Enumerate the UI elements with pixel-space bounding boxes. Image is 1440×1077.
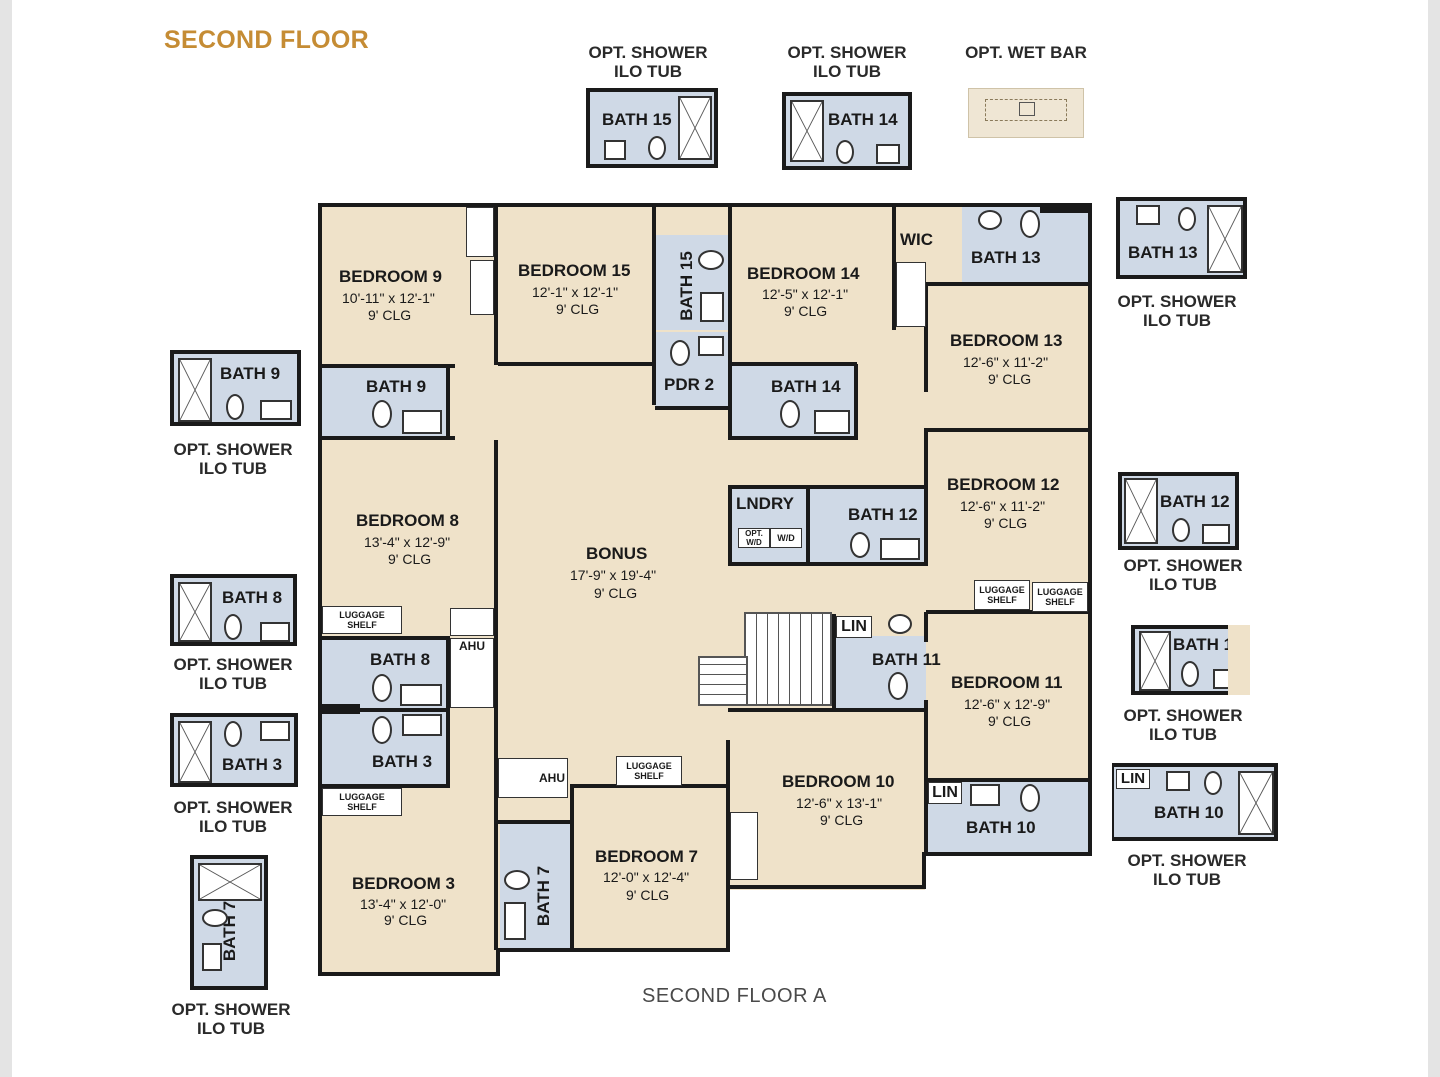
opt-box-bath7: BATH 7 xyxy=(190,855,268,990)
bath10-label: BATH 10 xyxy=(966,818,1036,837)
room-bonus-name: BONUS xyxy=(586,544,648,563)
right-edge xyxy=(1428,0,1440,1077)
room-bedroom7-name: BEDROOM 7 xyxy=(595,847,698,866)
ahu-box-upper xyxy=(450,608,494,636)
opt-box-bath11-extension xyxy=(1228,625,1250,695)
room-bedroom3-dim: 13'-4" x 12'-0" xyxy=(360,896,447,912)
room-bedroom12-name: BEDROOM 12 xyxy=(947,475,1060,494)
bath14-label: BATH 14 xyxy=(771,377,841,396)
room-bonus-dim: 17'-9" x 19'-4" xyxy=(570,567,657,583)
wic-label: WIC xyxy=(900,230,934,249)
room-bedroom10-clg: 9' CLG xyxy=(820,812,864,828)
wd-label: W/D xyxy=(770,528,802,548)
bath3-label: BATH 3 xyxy=(372,752,433,771)
room-bedroom14-name: BEDROOM 14 xyxy=(747,264,860,283)
stairs xyxy=(744,612,832,706)
bath12-label: BATH 12 xyxy=(848,505,918,524)
room-bedroom8-name: BEDROOM 8 xyxy=(356,511,459,530)
room-bedroom9-clg: 9' CLG xyxy=(368,307,412,323)
ahu-label-left: AHU xyxy=(450,638,494,708)
linen-closet-b11: LIN xyxy=(836,616,872,638)
laundry-area xyxy=(730,488,808,562)
bath11-label: BATH 11 xyxy=(872,650,941,669)
opt-box-bath10: BATH 10 LIN xyxy=(1110,763,1278,841)
room-bedroom15-dim: 12'-1" x 12'-1" xyxy=(532,284,619,300)
room-bedroom15-clg: 9' CLG xyxy=(556,301,600,317)
linen-closet-b10: LIN xyxy=(928,782,962,804)
room-bedroom10-name: BEDROOM 10 xyxy=(782,772,895,791)
opt-box-bath3: BATH 3 xyxy=(170,713,298,787)
room-bedroom9-dim: 10'-11" x 12'-1" xyxy=(342,290,435,306)
room-bedroom10-dim: 12'-6" x 13'-1" xyxy=(796,795,883,811)
opt-box-bath8: BATH 8 xyxy=(170,574,297,646)
bath11-area xyxy=(834,636,926,708)
room-bedroom13-name: BEDROOM 13 xyxy=(950,331,1063,350)
opt-label-wet-bar: OPT. WET BAR xyxy=(965,43,1087,62)
ahu-label-center: AHU xyxy=(498,758,568,798)
room-bedroom13-clg: 9' CLG xyxy=(988,371,1032,387)
room-bedroom12-clg: 9' CLG xyxy=(984,515,1028,531)
room-bedroom11-name: BEDROOM 11 xyxy=(951,673,1063,692)
room-bedroom9-name: BEDROOM 9 xyxy=(339,267,442,286)
laundry-label: LNDRY xyxy=(736,494,794,513)
plan-caption: SECOND FLOOR A xyxy=(642,985,827,1007)
luggage-shelf-b10 xyxy=(730,812,758,880)
page-title: SECOND FLOOR xyxy=(164,26,369,54)
bath7-label: BATH 7 xyxy=(534,865,554,927)
room-bedroom3-name: BEDROOM 3 xyxy=(352,874,455,893)
room-bedroom15-name: BEDROOM 15 xyxy=(518,261,631,280)
stairs-landing xyxy=(698,656,748,706)
bath15-label: BATH 15 xyxy=(676,251,696,321)
room-bedroom14-dim: 12'-5" x 12'-1" xyxy=(762,286,849,302)
linen-closet-label: LIN xyxy=(1116,769,1150,789)
left-edge xyxy=(0,0,12,1077)
room-bedroom8-clg: 9' CLG xyxy=(388,551,432,567)
room-bedroom11-clg: 9' CLG xyxy=(988,713,1032,729)
room-bedroom8-dim: 13'-4" x 12'-9" xyxy=(364,534,451,550)
opt-box-bath14: BATH 14 xyxy=(782,92,912,170)
luggage-shelf-b9-lower xyxy=(470,260,494,315)
opt-wet-bar-drawing xyxy=(968,88,1084,138)
room-bedroom11-dim: 12'-6" x 12'-9" xyxy=(964,696,1051,712)
room-bedroom7-dim: 12'-0" x 12'-4" xyxy=(603,869,690,885)
bath13-label: BATH 13 xyxy=(971,248,1041,267)
room-bedroom13-dim: 12'-6" x 11'-2" xyxy=(963,354,1049,370)
opt-box-bath9: BATH 9 xyxy=(170,350,301,426)
pdr2-label: PDR 2 xyxy=(664,375,715,394)
luggage-shelf-b14 xyxy=(896,262,926,327)
room-bedroom14-clg: 9' CLG xyxy=(784,303,828,319)
opt-wd-label: OPT. W/D xyxy=(738,528,770,548)
opt-box-bath13: BATH 13 xyxy=(1116,197,1247,279)
room-bedroom7-clg: 9' CLG xyxy=(626,887,670,903)
luggage-shelf-b9-upper xyxy=(466,207,494,257)
room-bonus-clg: 9' CLG xyxy=(594,585,638,601)
opt-box-bath15: BATH 15 xyxy=(586,88,718,168)
bath8-label: BATH 8 xyxy=(370,650,431,669)
room-bedroom12-dim: 12'-6" x 11'-2" xyxy=(960,498,1046,514)
bath9-label: BATH 9 xyxy=(366,377,427,396)
room-bedroom3-clg: 9' CLG xyxy=(384,912,428,928)
opt-box-bath12: BATH 12 xyxy=(1118,472,1239,550)
